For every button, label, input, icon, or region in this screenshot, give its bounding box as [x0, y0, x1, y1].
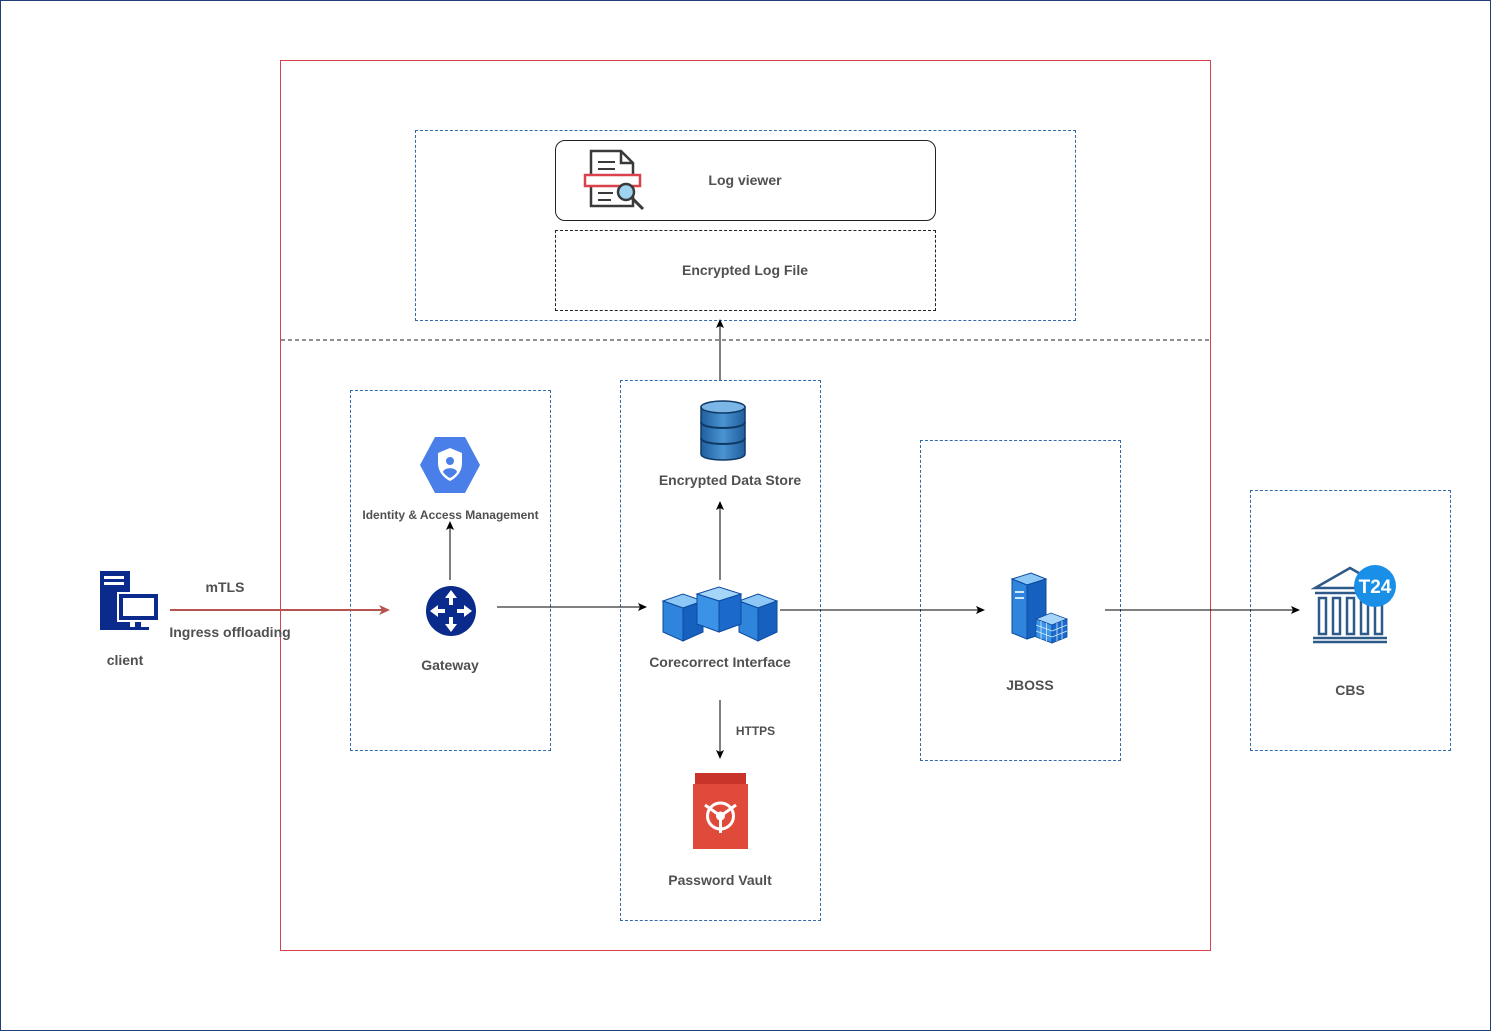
- corecorrect-label: Corecorrect Interface: [649, 654, 791, 670]
- iam-label: Identity & Access Management: [362, 508, 539, 522]
- gateway-group: [350, 390, 551, 751]
- gateway-label: Gateway: [421, 657, 479, 673]
- log-viewer-label: Log viewer: [708, 172, 782, 188]
- cbs-group: [1250, 490, 1451, 751]
- server-icon: [1010, 572, 1069, 644]
- router-icon: [426, 586, 476, 636]
- core-group: [620, 380, 821, 921]
- ingress-label: Ingress offloading: [169, 624, 291, 640]
- client-computer-icon: [100, 571, 160, 630]
- t24-badge-text: T24: [1359, 577, 1392, 598]
- cbs-label: CBS: [1335, 682, 1365, 698]
- database-icon: [700, 400, 746, 461]
- log-viewer-box[interactable]: [555, 140, 936, 221]
- logging-group: [415, 130, 1076, 321]
- vault-icon: [693, 773, 748, 849]
- bank-icon: T24: [1311, 565, 1396, 644]
- secure-zone-boundary: [280, 60, 1211, 951]
- https-label: HTTPS: [735, 724, 776, 738]
- mtls-label: mTLS: [205, 579, 245, 595]
- client-label: client: [106, 652, 144, 668]
- data-store-label: Encrypted Data Store: [658, 472, 802, 488]
- jboss-group: [920, 440, 1121, 761]
- encrypted-log-file-box[interactable]: [555, 230, 936, 311]
- identity-shield-icon: [420, 437, 480, 493]
- jboss-label: JBOSS: [1006, 677, 1054, 693]
- log-viewer-icon: [583, 149, 645, 211]
- interface-cubes-icon: [661, 586, 779, 642]
- encrypted-log-file-label: Encrypted Log File: [681, 262, 808, 278]
- password-vault-label: Password Vault: [668, 872, 772, 888]
